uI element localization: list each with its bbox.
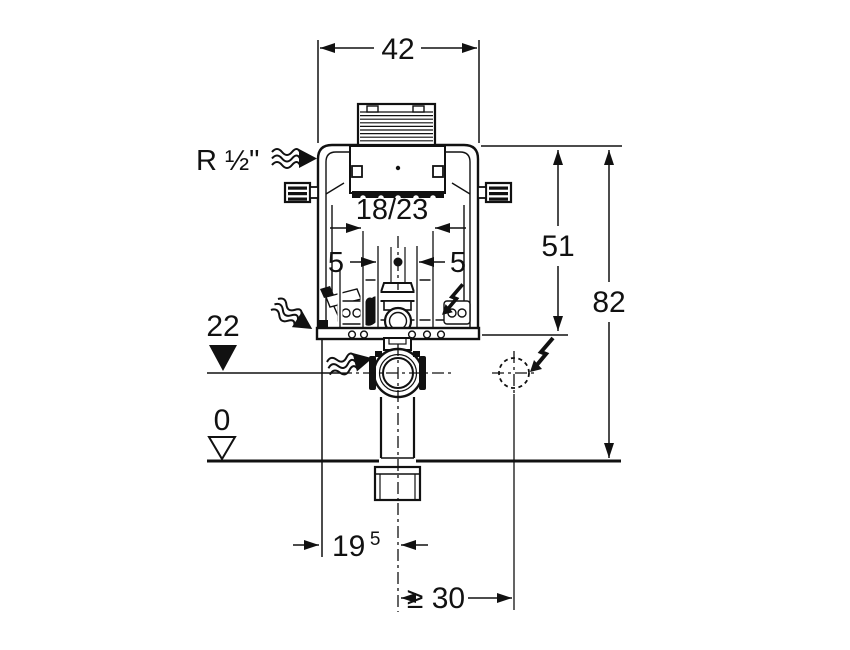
wall-bracket-right bbox=[477, 181, 513, 204]
base-corner-block bbox=[317, 320, 328, 328]
lightning-arrow-external bbox=[528, 336, 555, 374]
protection-box bbox=[356, 102, 437, 147]
dim-82-label: 82 bbox=[592, 286, 625, 319]
dimension-min-clearance-30: ≥ 30 bbox=[401, 582, 512, 615]
open-level-triangle-icon bbox=[207, 436, 237, 461]
dim-5-left-label: 5 bbox=[328, 247, 344, 279]
panel-clip-right bbox=[432, 165, 444, 178]
level-0-label: 0 bbox=[214, 404, 231, 437]
outlet-bend bbox=[369, 337, 426, 612]
flow-arrow-supply bbox=[271, 148, 318, 169]
dimension-outlet-distance-19-5: 19 5 bbox=[293, 340, 428, 563]
panel-clip-left bbox=[351, 165, 363, 178]
dimension-offset-5-5: 5 5 bbox=[328, 247, 466, 279]
seal-scallops bbox=[360, 195, 436, 201]
dim-51-label: 51 bbox=[541, 230, 574, 263]
level-22-label: 22 bbox=[206, 310, 239, 343]
bend-clamp-right bbox=[419, 356, 426, 390]
dimension-top-width-42: 42 bbox=[317, 33, 480, 143]
dimension-total-height-82: 82 bbox=[592, 150, 626, 458]
corner-gusset-right bbox=[451, 182, 471, 195]
dimension-body-height-51: 51 bbox=[481, 145, 622, 336]
tank-internals bbox=[320, 205, 471, 336]
access-panel bbox=[349, 145, 446, 201]
level-outlet-22: 22 bbox=[206, 310, 452, 374]
box-clip-right bbox=[412, 105, 425, 113]
dim-5-right-label: 5 bbox=[450, 247, 466, 279]
box-clip-left bbox=[366, 105, 379, 113]
filled-level-triangle-icon bbox=[209, 345, 237, 371]
dim-30-label: ≥ 30 bbox=[407, 582, 465, 615]
panel-seal-strip bbox=[352, 191, 444, 198]
supply-thread-label: R ½" bbox=[196, 145, 259, 177]
dim-195-label: 19 5 bbox=[332, 529, 380, 563]
dimension-plate-depth-18-23: 18/23 bbox=[330, 194, 466, 233]
drain-pipe bbox=[379, 397, 416, 458]
reference-lines bbox=[337, 231, 436, 329]
flow-arrow-lower-left bbox=[268, 295, 319, 338]
center-reference-dot bbox=[393, 257, 403, 267]
dim-supply-label: R ½" bbox=[196, 145, 259, 177]
panel-center-mark bbox=[395, 165, 401, 171]
supply-stub-hatch bbox=[320, 286, 334, 298]
base-screw-holes bbox=[347, 330, 446, 339]
level-floor-0: 0 bbox=[207, 404, 621, 463]
corner-gusset-left bbox=[325, 182, 345, 195]
dim-42-label: 42 bbox=[381, 33, 414, 66]
electrical-connection bbox=[492, 336, 555, 610]
dim-1823-label: 18/23 bbox=[356, 194, 429, 226]
wall-bracket-left bbox=[283, 181, 319, 204]
